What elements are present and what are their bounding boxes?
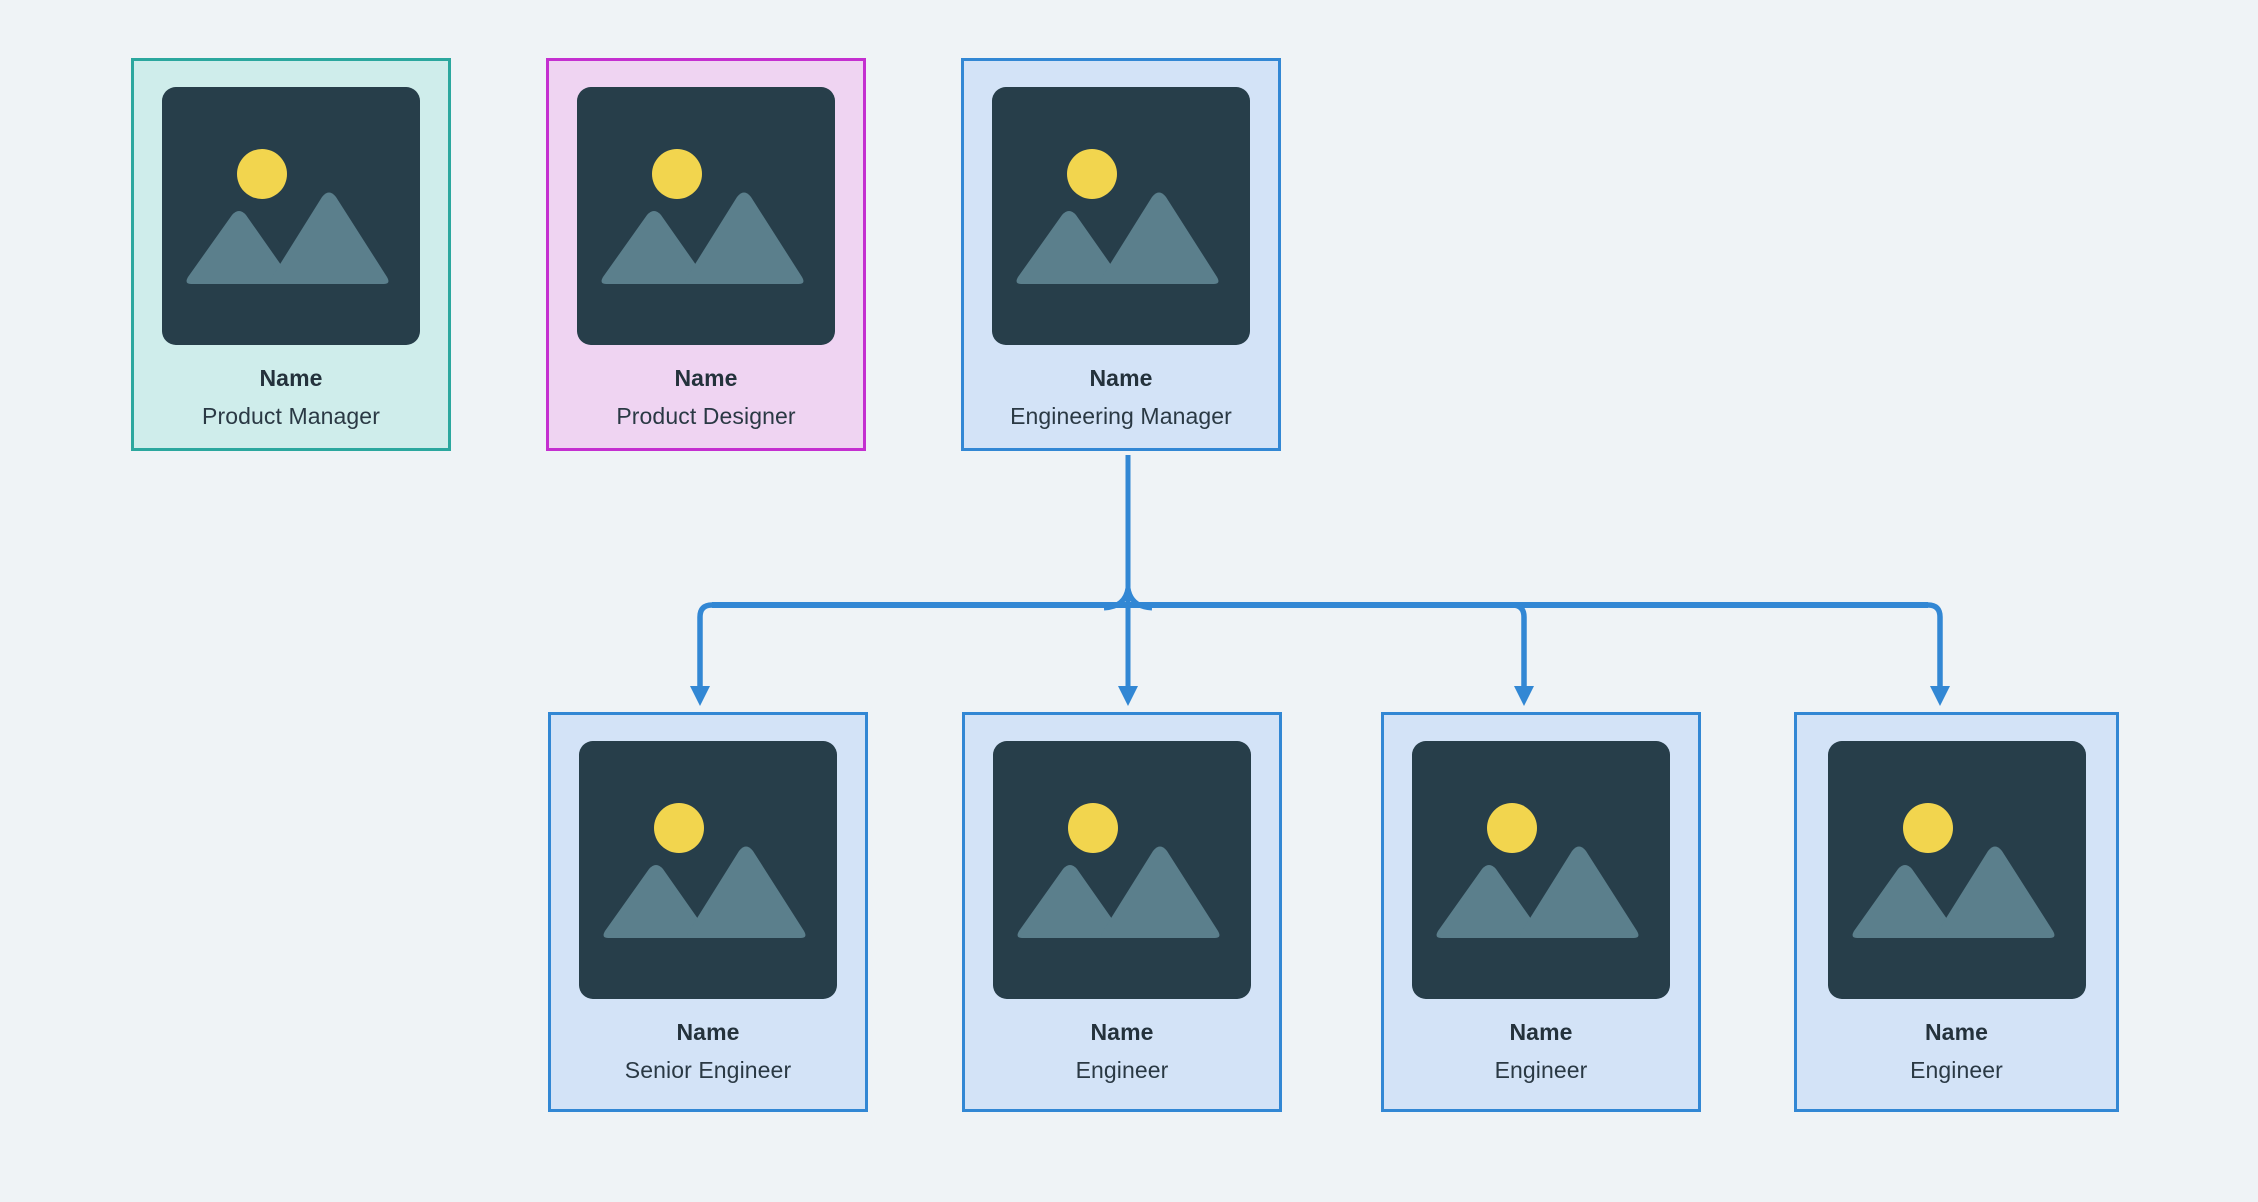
person-name: Name <box>259 365 323 391</box>
sun-icon <box>237 149 287 199</box>
connector-arrow-3 <box>1514 686 1534 706</box>
person-role: Senior Engineer <box>624 1057 792 1083</box>
person-name: Name <box>1924 1019 1989 1045</box>
image-placeholder-icon <box>162 87 420 345</box>
org-card-product-designer[interactable]: Name Product Designer <box>546 58 866 451</box>
person-role: Engineer <box>1075 1057 1169 1083</box>
org-card-product-manager[interactable]: Name Product Manager <box>131 58 451 451</box>
person-name: Name <box>1089 365 1153 391</box>
image-placeholder-icon <box>579 741 837 999</box>
mountain-right <box>1100 192 1219 284</box>
image-placeholder-icon <box>1827 741 2086 999</box>
connector-arrow-1 <box>690 686 710 706</box>
image-placeholder-icon <box>993 741 1251 999</box>
person-name: Name <box>1509 1019 1573 1045</box>
person-role: Engineering Manager <box>1010 403 1232 429</box>
mountain-right <box>1935 846 2054 938</box>
org-card-engineer-1[interactable]: Name Engineer <box>962 712 1282 1112</box>
mountain-left <box>186 211 295 284</box>
org-card-engineering-manager[interactable]: Name Engineering Manager <box>961 58 1281 451</box>
mountain-left <box>1017 865 1126 938</box>
connector-branch-4 <box>1927 602 1943 688</box>
org-card-engineer-2[interactable]: Name Engineer <box>1381 712 1701 1112</box>
sun-icon <box>1068 803 1118 853</box>
connector-fillet-left <box>1103 587 1131 611</box>
person-name: Name <box>674 365 738 391</box>
org-card-engineer-3[interactable]: Name Engineer <box>1794 712 2119 1112</box>
mountain-right <box>687 846 806 938</box>
sun-icon <box>654 803 704 853</box>
connector-branch-1 <box>697 602 713 688</box>
mountain-right <box>685 192 804 284</box>
sun-icon <box>1487 803 1537 853</box>
image-placeholder-icon <box>992 87 1250 345</box>
person-role: Product Designer <box>616 403 796 429</box>
mountain-left <box>1852 865 1960 938</box>
mountain-right <box>1520 846 1639 938</box>
image-placeholder-icon <box>577 87 835 345</box>
mountain-right <box>270 192 389 284</box>
mountain-left <box>1016 211 1125 284</box>
connector-fillet-right <box>1125 587 1153 611</box>
sun-icon <box>1067 149 1117 199</box>
person-name: Name <box>1090 1019 1154 1045</box>
connector-arrow-4 <box>1930 686 1950 706</box>
mountain-left <box>1436 865 1545 938</box>
sun-icon <box>1902 803 1953 853</box>
sun-icon <box>652 149 702 199</box>
person-role: Engineer <box>1494 1057 1588 1083</box>
connector-arrow-2 <box>1118 686 1138 706</box>
person-role: Product Manager <box>202 403 380 429</box>
person-name: Name <box>676 1019 740 1045</box>
mountain-left <box>603 865 712 938</box>
mountain-left <box>601 211 710 284</box>
connector-branch-3 <box>1511 602 1527 688</box>
org-card-senior-engineer[interactable]: Name Senior Engineer <box>548 712 868 1112</box>
image-placeholder-icon <box>1412 741 1670 999</box>
mountain-right <box>1101 846 1220 938</box>
person-role: Engineer <box>1910 1057 2003 1083</box>
